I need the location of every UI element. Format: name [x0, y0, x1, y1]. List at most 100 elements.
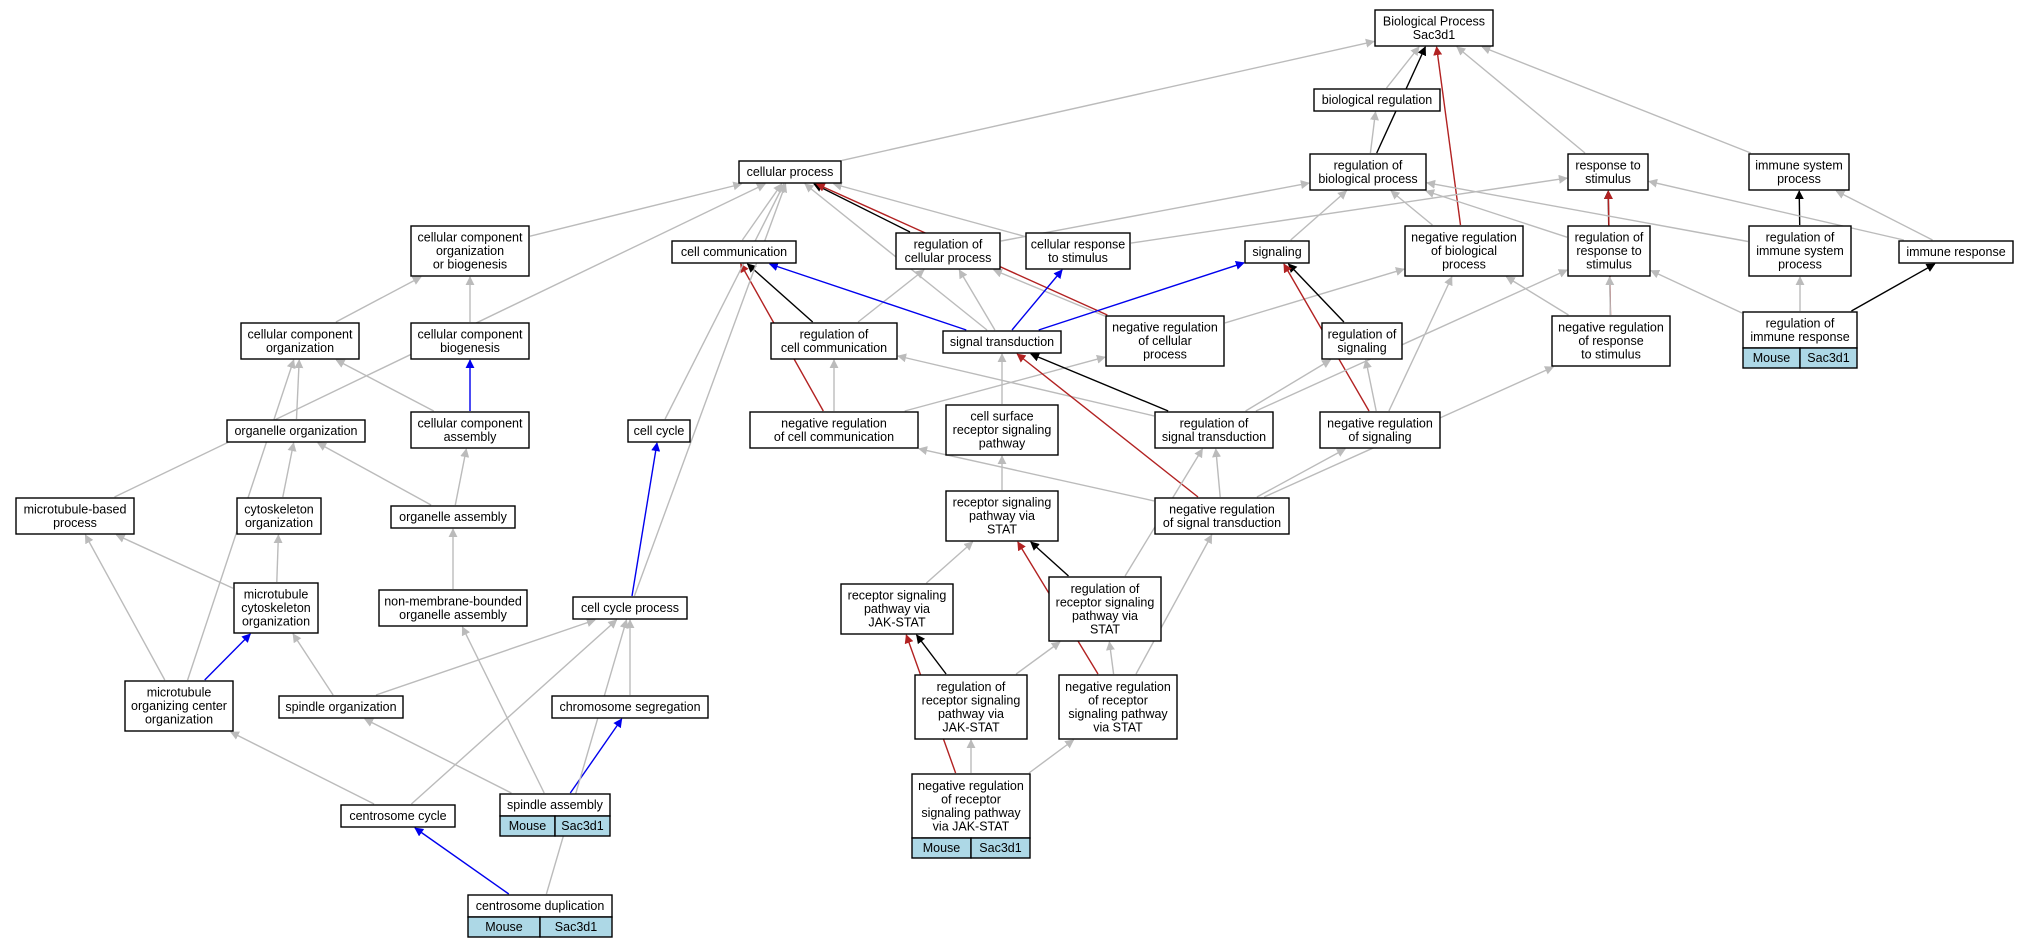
edge-spindle-organization-to-microtubule-cytoskeleton-organization [292, 633, 334, 696]
edge-centrosome-duplication-to-centrosome-cycle [414, 827, 510, 895]
node-box [1048, 576, 1162, 642]
node-organelle-organization[interactable]: organelle organization [226, 419, 366, 443]
node-cell-communication[interactable]: cell communication [671, 240, 797, 264]
node-cell-cycle[interactable]: cell cycle [627, 419, 691, 443]
annotation-species: Mouse [485, 920, 523, 934]
node-label-line: organelle assembly [399, 510, 507, 524]
node-label-line: negative regulation [918, 779, 1024, 793]
node-label-line: centrosome duplication [476, 899, 605, 913]
node-label-line: Sac3d1 [1413, 28, 1455, 42]
node-box [1025, 232, 1131, 270]
edge-neg-reg-of-signal-transduction-to-neg-reg-of-signaling [1256, 448, 1346, 498]
node-label-line: biogenesis [440, 341, 500, 355]
edge-signal-transduction-to-signaling [1038, 261, 1245, 331]
node-box [1154, 411, 1274, 449]
node-label-line: process [1442, 258, 1486, 272]
node-centrosome-cycle[interactable]: centrosome cycle [340, 804, 456, 828]
node-box [1567, 225, 1651, 277]
node-label-line: cytoskeleton [241, 601, 311, 615]
edge-reg-of-response-to-stimulus-to-regulation-of-bp [1425, 189, 1568, 238]
node-label-line: via STAT [1093, 720, 1143, 734]
node-spindle-organization[interactable]: spindle organization [278, 695, 404, 719]
node-box [551, 695, 709, 719]
node-box [911, 773, 1031, 839]
node-box [1154, 497, 1290, 535]
node-box [945, 490, 1059, 542]
node-box [340, 804, 456, 828]
node-label-line: of cellular [1138, 334, 1192, 348]
node-label-line: microtubule [244, 588, 309, 602]
annotation-cell [1799, 347, 1858, 369]
edge-neg-reg-of-cellular-process-to-regulation-of-cellular-process [992, 268, 1106, 317]
node-label-line: signaling pathway [1068, 707, 1168, 721]
node-box [1898, 240, 2014, 264]
node-cell-cycle-process[interactable]: cell cycle process [572, 596, 688, 620]
node-box [1374, 9, 1494, 47]
node-chromosome-segregation[interactable]: chromosome segregation [551, 695, 709, 719]
node-label-line: cellular response [1031, 237, 1126, 251]
edge-spindle-assembly-to-non-membrane-bounded [461, 626, 545, 794]
node-label-line: negative regulation [1327, 416, 1433, 430]
edge-signal-transduction-to-regulation-of-cellular-process [958, 269, 996, 331]
node-label-line: cellular component [418, 327, 523, 341]
node-immune-response[interactable]: immune response [1898, 240, 2014, 264]
node-label-line: cell cycle process [581, 601, 679, 615]
edge-cellular-response-to-stimulus-to-response-to-stimulus [1130, 174, 1568, 244]
node-signal-transduction[interactable]: signal transduction [942, 330, 1062, 354]
node-label-line: STAT [987, 523, 1017, 537]
edge-neg-reg-of-response-to-stimulus-to-neg-reg-of-bp [1505, 276, 1569, 316]
node-box [378, 589, 528, 627]
node-cellular-process[interactable]: cellular process [738, 160, 842, 184]
node-biological-regulation[interactable]: biological regulation [1313, 88, 1441, 112]
edge-reg-of-cell-communication-to-regulation-of-cellular-process [857, 269, 925, 323]
node-label-line: signal transduction [1162, 430, 1266, 444]
edge-reg-of-receptor-via-stat-to-receptor-via-stat [1030, 541, 1069, 577]
node-label-line: regulation of [914, 237, 983, 251]
annotation-species: Mouse [923, 841, 961, 855]
node-signaling[interactable]: signaling [1244, 240, 1310, 264]
edge-neg-reg-of-cellular-process-to-neg-reg-of-bp [1224, 267, 1405, 324]
edge-cell-cycle-process-to-cell-cycle [631, 442, 661, 597]
node-label-line: regulation of [937, 680, 1006, 694]
node-label-line: process [1777, 172, 1821, 186]
node-box [738, 160, 842, 184]
node-organelle-assembly[interactable]: organelle assembly [390, 505, 516, 529]
node-label-line: receptor signaling [922, 693, 1021, 707]
